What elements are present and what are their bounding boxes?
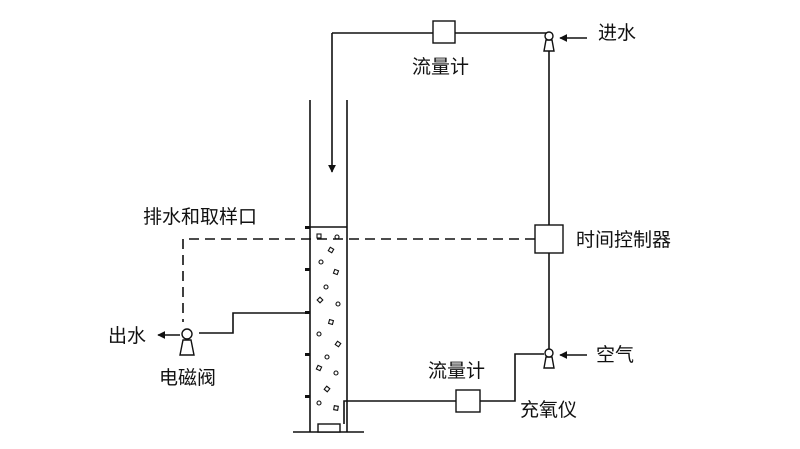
air-pipeline-left [343, 400, 456, 424]
water-in-label: 进水 [598, 22, 636, 44]
drain-sample-port-label: 排水和取样口 [143, 206, 257, 228]
air-pipeline-right [480, 353, 544, 402]
solenoid-valve-icon [179, 328, 195, 356]
water-out-label: 出水 [108, 325, 146, 347]
control-signal-dashed [182, 238, 535, 322]
air-valve-icon [543, 348, 555, 369]
flowmeter-bottom-box [455, 389, 481, 413]
time-controller-label: 时间控制器 [576, 229, 671, 251]
inlet-pipeline: 流量计 [328, 20, 549, 173]
aerator-label: 充氧仪 [520, 399, 577, 421]
solenoid-valve-label: 电磁阀 [159, 367, 216, 389]
flowmeter-top-box [432, 20, 456, 44]
packing-media [315, 233, 342, 411]
air-label: 空气 [596, 344, 634, 366]
flowmeter-bottom-label: 流量计 [428, 360, 485, 382]
aerator-diffuser [317, 423, 341, 433]
flowmeter-top-label: 流量计 [412, 56, 469, 78]
side-ports [305, 226, 310, 398]
reactor-column [293, 100, 364, 433]
outlet-pipeline [199, 312, 307, 334]
inlet-valve-icon [543, 31, 555, 52]
time-controller-box [534, 224, 564, 254]
